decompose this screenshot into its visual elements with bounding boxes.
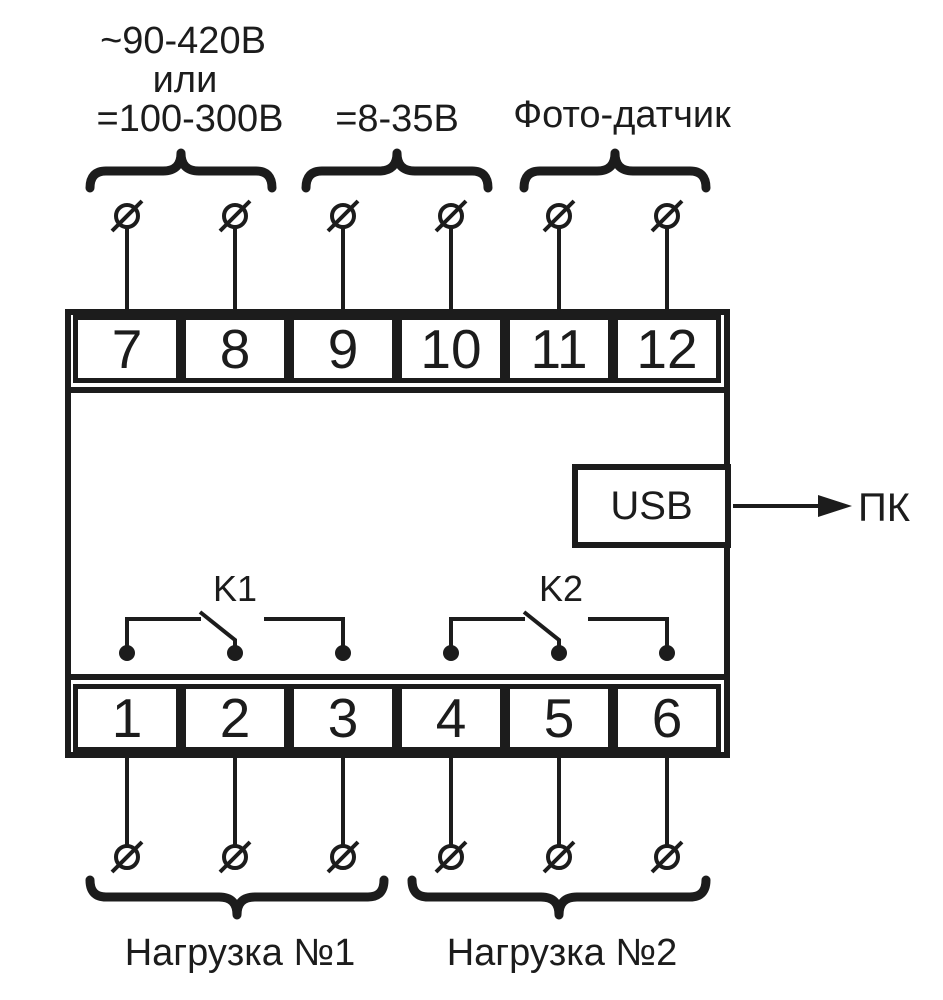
brace-load-1 (85, 875, 389, 920)
power-input-label-line3: =100-300В (96, 98, 284, 140)
screw-terminal-icon (650, 840, 684, 874)
terminal-box-9: 9 (289, 315, 397, 383)
power-input-label-line2: или (152, 59, 218, 101)
relay-k2-label: K2 (538, 568, 584, 609)
terminal-box-8: 8 (181, 315, 289, 383)
load-2-label: Нагрузка №2 (446, 932, 678, 974)
terminal-box-2: 2 (181, 684, 289, 752)
pc-label: ПК (857, 486, 911, 530)
terminal-box-10: 10 (397, 315, 505, 383)
terminal-box-12: 12 (613, 315, 721, 383)
screw-terminal-icon (326, 199, 360, 233)
low-voltage-label: =8-35В (335, 98, 459, 140)
screw-terminal-icon (110, 199, 144, 233)
bottom-wires (125, 758, 669, 846)
screw-terminal-icon (434, 840, 468, 874)
relay-k1-label: K1 (212, 568, 258, 609)
terminal-box-3: 3 (289, 684, 397, 752)
screw-terminal-icon (218, 199, 252, 233)
brace-photo-sensor (519, 148, 711, 193)
brace-low-voltage (301, 148, 493, 193)
screw-terminal-icon (110, 840, 144, 874)
screw-terminal-icon (434, 199, 468, 233)
terminal-box-7: 7 (73, 315, 181, 383)
top-wires (125, 227, 669, 313)
screw-terminal-icon (542, 199, 576, 233)
screw-terminal-icon (650, 199, 684, 233)
screw-terminal-icon (326, 840, 360, 874)
terminal-box-4: 4 (397, 684, 505, 752)
load-1-label: Нагрузка №1 (124, 932, 356, 974)
top-screw-terminal-icons (110, 199, 684, 233)
screw-terminal-icon (542, 840, 576, 874)
brace-load-2 (407, 875, 711, 920)
usb-label: USB (610, 483, 693, 528)
terminal-box-11: 11 (505, 315, 613, 383)
usb-to-pc-arrow (733, 495, 852, 517)
bottom-screw-terminal-icons (110, 840, 684, 874)
terminal-box-6: 6 (613, 684, 721, 752)
usb-port-box: USB (572, 464, 731, 548)
brace-power-input (85, 148, 277, 193)
power-input-label-line1: ~90-420В (100, 20, 266, 62)
photo-sensor-label: Фото-датчик (513, 94, 731, 136)
terminal-box-5: 5 (505, 684, 613, 752)
terminal-box-1: 1 (73, 684, 181, 752)
screw-terminal-icon (218, 840, 252, 874)
